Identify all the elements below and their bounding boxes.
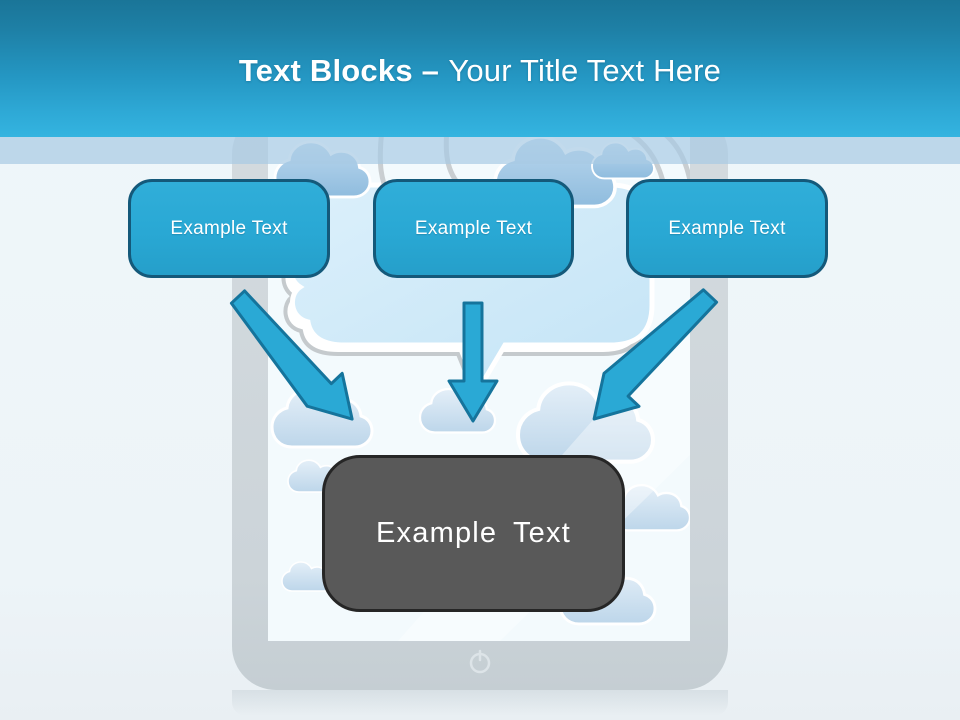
text-block-1-label: Example Text <box>170 217 288 239</box>
tablet-reflection <box>232 690 728 716</box>
power-icon <box>469 649 491 674</box>
title-regular-part: Your Title Text Here <box>448 53 722 88</box>
text-block-2[interactable]: Example Text <box>373 179 574 278</box>
text-block-1[interactable]: Example Text <box>128 179 330 278</box>
title-bold-part: Text Blocks – <box>238 53 440 88</box>
slide-header: Text Blocks –Your Title Text Here <box>0 0 960 137</box>
result-block[interactable]: Example Text <box>322 455 625 612</box>
result-block-label: Example Text <box>376 517 571 549</box>
page-title[interactable]: Text Blocks –Your Title Text Here <box>0 53 960 88</box>
text-block-2-label: Example Text <box>414 217 533 239</box>
text-block-3[interactable]: Example Text <box>626 179 828 278</box>
header-band <box>0 137 960 164</box>
text-block-3-label: Example Text <box>668 217 786 239</box>
